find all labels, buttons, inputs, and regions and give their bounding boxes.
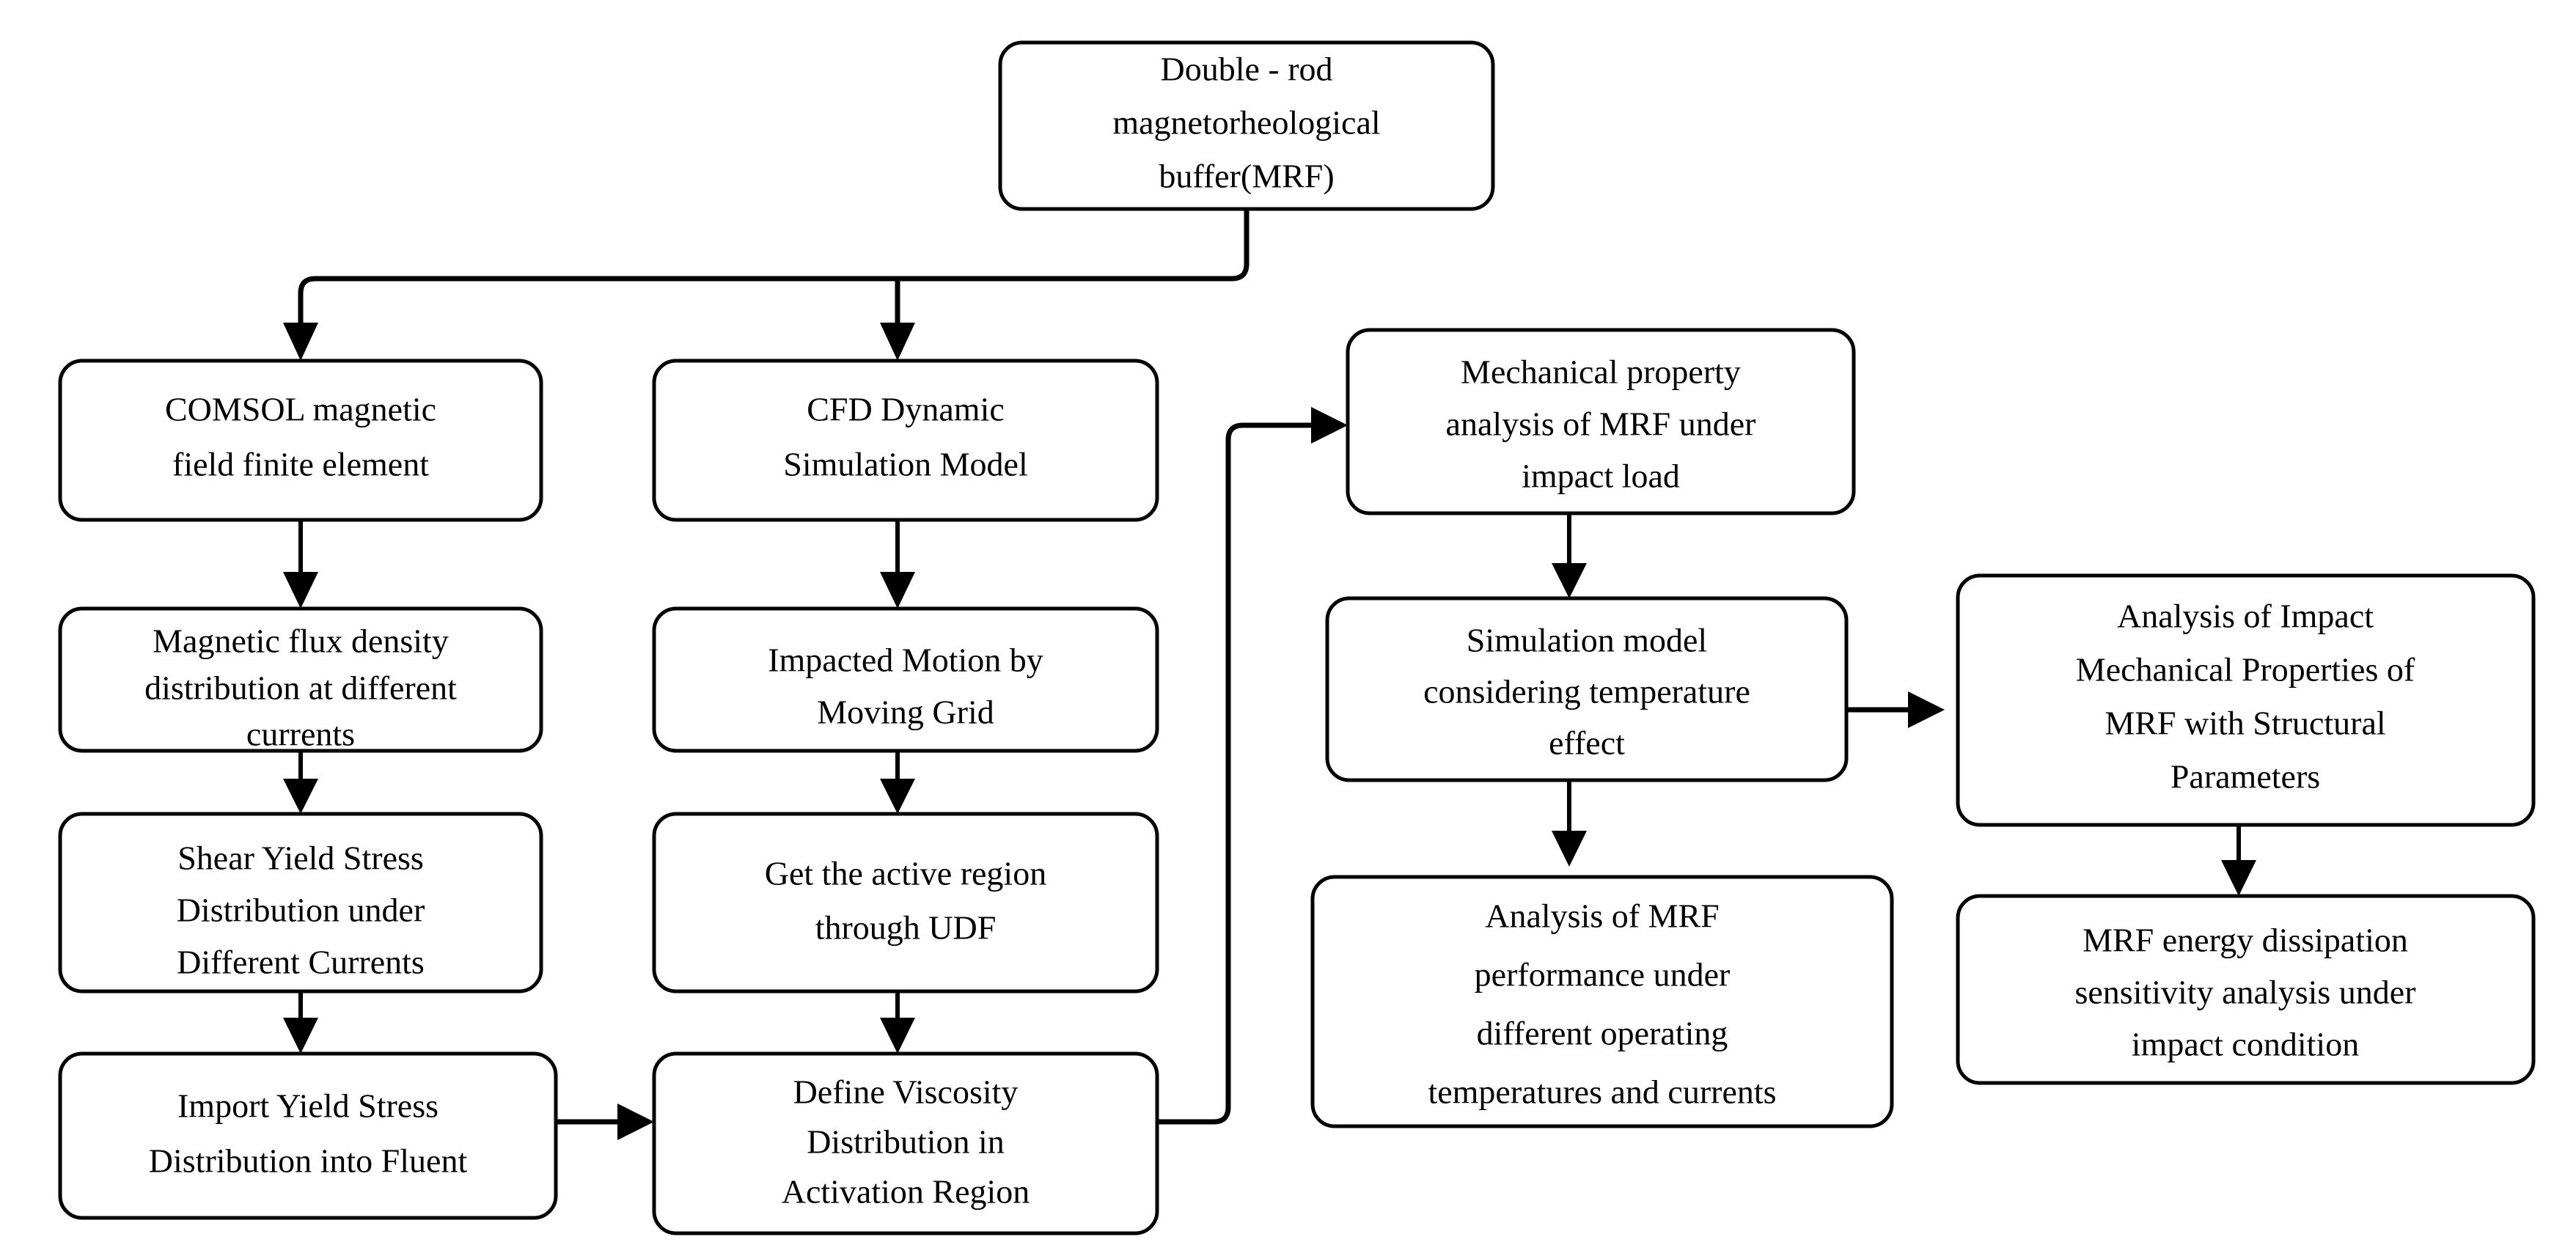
node-flux-rect[interactable] <box>58 606 543 753</box>
node-shear-rect[interactable] <box>58 812 543 994</box>
node-flux-line-2: distribution at different <box>144 669 457 707</box>
node-cfd-line-2: Simulation Model <box>783 446 1028 483</box>
node-shear-line-3: Different Currents <box>177 944 425 981</box>
node-shear[interactable]: Shear Yield Stress Distribution under Di… <box>58 812 543 994</box>
node-viscosity-rect[interactable] <box>652 1051 1159 1235</box>
node-sim-temp-line-3: effect <box>1549 724 1625 762</box>
node-impact-struct[interactable]: Analysis of Impact Mechanical Properties… <box>1956 573 2536 827</box>
node-root-rect[interactable] <box>998 40 1495 211</box>
node-comsol-line-1: COMSOL magnetic <box>165 391 436 428</box>
node-mech-prop-line-3: impact load <box>1522 458 1680 495</box>
node-energy-diss-line-3: impact condition <box>2132 1026 2359 1063</box>
node-impacted-rect[interactable] <box>652 606 1159 753</box>
node-mech-prop-line-1: Mechanical property <box>1461 353 1741 391</box>
node-viscosity-line-2: Distribution in <box>807 1123 1005 1161</box>
connectors-layer <box>283 209 2256 1140</box>
node-perf-temp-rect[interactable] <box>1310 875 1894 1128</box>
node-sim-temp-rect[interactable] <box>1325 596 1849 782</box>
arrowhead-cfd-to-impacted <box>880 572 915 609</box>
node-perf-temp-line-1: Analysis of MRF <box>1485 897 1719 935</box>
node-flux-line-1: Magnetic flux density <box>153 623 449 660</box>
node-sim-temp-line-1: Simulation model <box>1467 622 1707 659</box>
arrowhead-comsol-to-flux <box>283 572 318 609</box>
arrowhead-mech-prop-to-sim-temp <box>1552 563 1587 598</box>
node-impacted-line-1: Impacted Motion by <box>768 642 1043 679</box>
node-import-fluent-rect[interactable] <box>58 1051 558 1220</box>
node-udf[interactable]: Get the active region through UDF <box>652 812 1159 994</box>
node-perf-temp-line-4: temperatures and currents <box>1428 1073 1776 1111</box>
node-perf-temp-line-3: different operating <box>1477 1015 1728 1052</box>
edge-viscosity-to-mech-prop <box>1157 422 1320 1125</box>
node-impact-struct-line-2: Mechanical Properties of <box>2076 651 2415 688</box>
node-udf-line-2: through UDF <box>815 909 997 947</box>
node-import-fluent-line-2: Distribution into Fluent <box>149 1142 468 1180</box>
node-impact-struct-line-4: Parameters <box>2170 758 2320 796</box>
arrowhead-import-to-viscosity <box>617 1103 654 1140</box>
node-comsol[interactable]: COMSOL magnetic field finite element <box>58 359 543 522</box>
node-energy-diss-line-2: sensitivity analysis under <box>2074 974 2415 1011</box>
arrowhead-viscosity-to-mech-prop <box>1311 407 1348 444</box>
node-impacted-line-2: Moving Grid <box>817 694 994 731</box>
node-viscosity-line-1: Define Viscosity <box>793 1073 1019 1111</box>
arrowhead-sim-temp-to-perf-temp <box>1552 831 1587 867</box>
node-shear-line-1: Shear Yield Stress <box>177 840 424 877</box>
node-impact-struct-line-3: MRF with Structural <box>2105 705 2385 742</box>
arrowhead-sim-temp-to-impact-struct <box>1908 691 1945 728</box>
node-flux[interactable]: Magnetic flux density distribution at di… <box>58 606 543 753</box>
node-root-line-1: Double - rod <box>1160 51 1332 88</box>
node-impact-struct-rect[interactable] <box>1956 573 2536 827</box>
arrowhead-flux-to-shear <box>283 779 318 814</box>
node-shear-line-2: Distribution under <box>177 892 425 929</box>
arrowhead-udf-to-viscosity <box>880 1018 915 1054</box>
node-sim-temp[interactable]: Simulation model considering temperature… <box>1325 596 1849 782</box>
node-energy-diss-line-1: MRF energy dissipation <box>2083 922 2408 959</box>
node-mech-prop[interactable]: Mechanical property analysis of MRF unde… <box>1346 328 1856 515</box>
node-udf-line-1: Get the active region <box>765 855 1046 892</box>
node-cfd-line-1: CFD Dynamic <box>807 391 1005 428</box>
node-viscosity[interactable]: Define Viscosity Distribution in Activat… <box>652 1051 1159 1235</box>
node-import-fluent[interactable]: Import Yield Stress Distribution into Fl… <box>58 1051 558 1220</box>
node-root-line-3: buffer(MRF) <box>1159 158 1334 195</box>
node-impact-struct-line-1: Analysis of Impact <box>2117 598 2374 635</box>
node-energy-diss[interactable]: MRF energy dissipation sensitivity analy… <box>1956 894 2536 1085</box>
node-impacted[interactable]: Impacted Motion by Moving Grid <box>652 606 1159 753</box>
node-perf-temp-line-2: performance under <box>1475 956 1731 994</box>
node-flux-line-3: currents <box>246 716 355 753</box>
node-udf-rect[interactable] <box>652 812 1159 994</box>
arrowhead-shear-to-import <box>283 1018 318 1054</box>
node-root[interactable]: Double - rod magnetorheological buffer(M… <box>998 40 1495 211</box>
arrowhead-root-to-comsol <box>283 323 318 361</box>
node-root-line-2: magnetorheological <box>1112 104 1380 142</box>
node-mech-prop-line-2: analysis of MRF under <box>1446 405 1756 443</box>
arrowhead-root-to-cfd <box>880 323 915 361</box>
node-sim-temp-line-2: considering temperature <box>1423 673 1750 710</box>
node-comsol-rect[interactable] <box>58 359 543 522</box>
node-import-fluent-line-1: Import Yield Stress <box>177 1087 438 1125</box>
node-cfd-rect[interactable] <box>652 359 1159 522</box>
edge-root-bus <box>298 209 1250 334</box>
node-viscosity-line-3: Activation Region <box>782 1173 1030 1211</box>
node-energy-diss-rect[interactable] <box>1956 894 2536 1085</box>
arrowhead-impacted-to-udf <box>880 779 915 814</box>
node-perf-temp[interactable]: Analysis of MRF performance under differ… <box>1310 875 1894 1128</box>
node-mech-prop-rect[interactable] <box>1346 328 1856 515</box>
node-cfd[interactable]: CFD Dynamic Simulation Model <box>652 359 1159 522</box>
arrowhead-impact-struct-to-energy-diss <box>2221 860 2256 896</box>
node-comsol-line-2: field finite element <box>172 446 429 483</box>
